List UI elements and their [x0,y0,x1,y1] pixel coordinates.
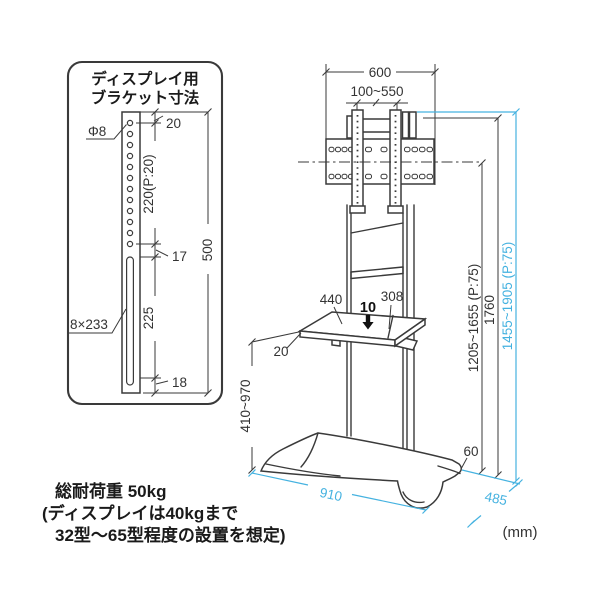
label-total-500: 500 [200,239,215,262]
panel-title-line2: ブラケット寸法 [91,88,200,107]
label-hole-diameter: Φ8 [88,124,106,139]
label-shelf-20: 20 [273,344,288,359]
leader-60 [460,457,468,470]
panel-border [66,60,224,406]
label-base-910: 910 [318,485,343,504]
footnote-line2: (ディスプレイは40kgまで [42,503,238,523]
base [259,432,462,509]
rail-foot-left [349,205,366,214]
footnote-line3: 32型～65型程度の設置を想定) [55,525,285,545]
panel-dim-lines [68,111,209,394]
shelf [297,311,428,351]
label-hole-span: 220(P:20) [141,154,156,213]
pole-stub-right2 [408,111,417,139]
bracket-crossbar [361,118,392,133]
unit-label: (mm) [503,524,538,541]
label-shelf-308: 308 [381,289,404,304]
top-dim-ticks [322,68,439,107]
panel-dim-ticks [151,108,212,397]
label-range-100-550: 100~550 [351,84,404,99]
bracket-dimensions-panel: ディスプレイ用 ブラケット寸法 [66,60,224,406]
label-top-offset: 20 [166,116,181,131]
bracket-holes [126,119,134,248]
label-base-485: 485 [483,489,508,508]
shelf-right [394,317,426,348]
down-arrow-icon [362,315,374,330]
label-base-60: 60 [463,444,478,459]
label-range-1455-1905: 1455~1905 (P:75) [500,242,515,350]
label-slot-size: 8×233 [70,317,108,332]
bracket-rail-left [351,109,364,209]
label-range-1205-1655: 1205~1655 (P:75) [466,264,481,372]
rail-foot-right [387,205,404,214]
wall-plate-slots [328,146,433,180]
shelf-height-dim [251,331,302,470]
pole-stub-right1 [401,111,410,139]
stand-drawing: 440 308 10 20 60 600 100~550 [238,64,537,541]
bracket-rail-right [389,109,402,209]
panel-title-line1: ディスプレイ用 [91,69,198,88]
label-shelf-440: 440 [320,292,343,307]
bracket-slot [125,256,134,386]
label-width-600: 600 [369,65,392,80]
label-bottom-offset: 18 [172,375,187,390]
label-shelf-10: 10 [360,300,376,316]
shelf-leaders [286,304,392,349]
label-slot-span: 225 [141,307,156,330]
label-total-1760: 1760 [482,295,497,325]
footnote-line1: 総耐荷重 50kg [55,481,166,501]
label-gap-17: 17 [172,249,187,264]
label-range-410-970: 410~970 [238,380,253,433]
footnote: 総耐荷重 50kg (ディスプレイは40kgまで 32型～65型程度の設置を想定… [42,481,285,545]
